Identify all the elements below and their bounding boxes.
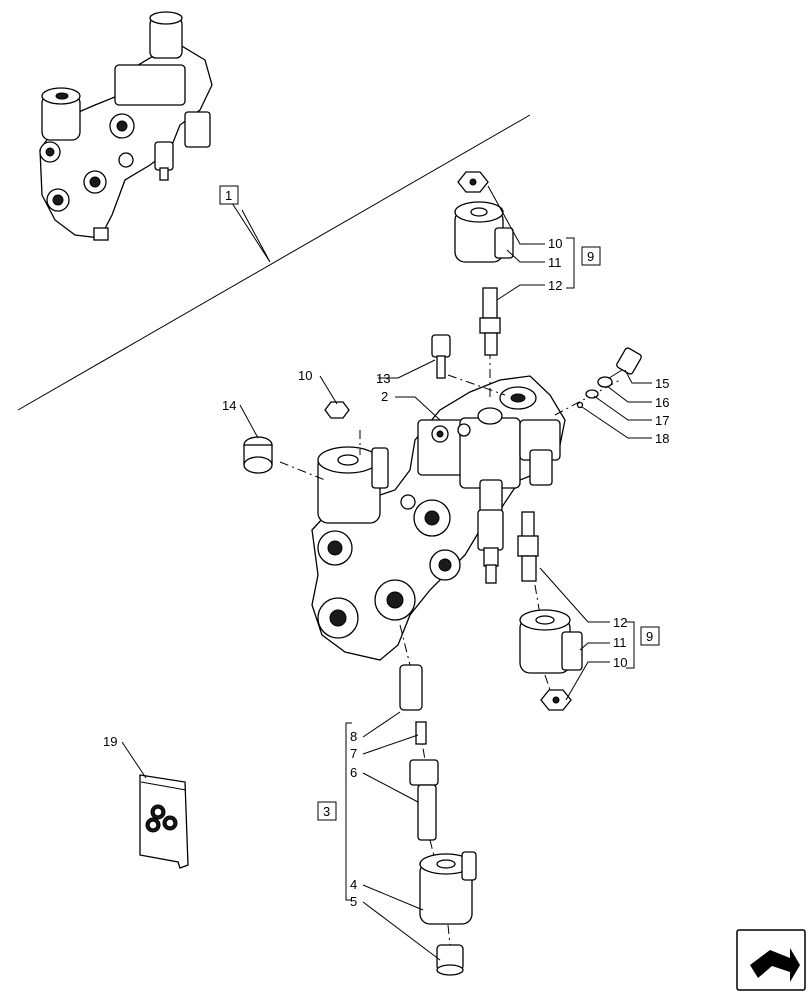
callout-10a: 10	[548, 236, 562, 251]
callout-box-3	[317, 801, 337, 821]
callout-6: 6	[350, 765, 357, 780]
upper-coil-group	[454, 171, 514, 356]
callout-7: 7	[350, 746, 357, 761]
callout-17: 17	[655, 413, 669, 428]
callout-5: 5	[350, 894, 357, 909]
callout-box-9a	[581, 246, 601, 266]
next-page-arrow-icon[interactable]	[736, 929, 806, 991]
part-7	[415, 721, 427, 745]
callout-8: 8	[350, 729, 357, 744]
callout-2: 2	[381, 389, 388, 404]
callout-9a: 9	[587, 249, 594, 264]
callout-13: 13	[376, 371, 390, 386]
leader-lines	[121, 185, 652, 961]
screw-13	[431, 334, 451, 379]
cartridge-stack	[399, 664, 477, 976]
callout-11a: 11	[548, 255, 562, 270]
bracket-3	[345, 722, 352, 901]
valve-body	[311, 375, 566, 661]
leader-1	[231, 202, 271, 263]
bracket-9-lower	[626, 621, 635, 669]
callout-9b: 9	[646, 629, 653, 644]
assembled-valve-overview	[39, 11, 213, 241]
nut-left	[324, 401, 350, 419]
callout-box-1	[219, 185, 239, 205]
callout-4: 4	[350, 877, 357, 892]
callout-16: 16	[655, 395, 669, 410]
lower-coil-group	[517, 511, 583, 711]
callout-12a: 12	[548, 278, 562, 293]
callout-10b: 10	[298, 368, 312, 383]
part-6	[409, 759, 439, 786]
callout-10c: 10	[613, 655, 627, 670]
callouts: 1 10 11 12 9 13 2 10 14 15 16 17 18 12 1…	[103, 185, 669, 909]
part-8	[399, 664, 423, 711]
callout-18: 18	[655, 431, 669, 446]
cartridge-lower	[521, 511, 535, 538]
plug-14	[243, 436, 273, 474]
bracket-9-upper	[566, 237, 575, 289]
callout-19: 19	[103, 734, 117, 749]
callout-15: 15	[655, 376, 669, 391]
callout-1: 1	[225, 188, 232, 203]
callout-box-9b	[640, 626, 660, 646]
seal-kit-bag	[139, 774, 189, 869]
callout-12b: 12	[613, 615, 627, 630]
callout-14: 14	[222, 398, 236, 413]
cartridge-upper	[482, 287, 498, 319]
callout-3: 3	[323, 804, 330, 819]
screw-15-group	[576, 347, 642, 409]
callout-11b: 11	[613, 635, 627, 650]
separator-line	[17, 114, 531, 411]
